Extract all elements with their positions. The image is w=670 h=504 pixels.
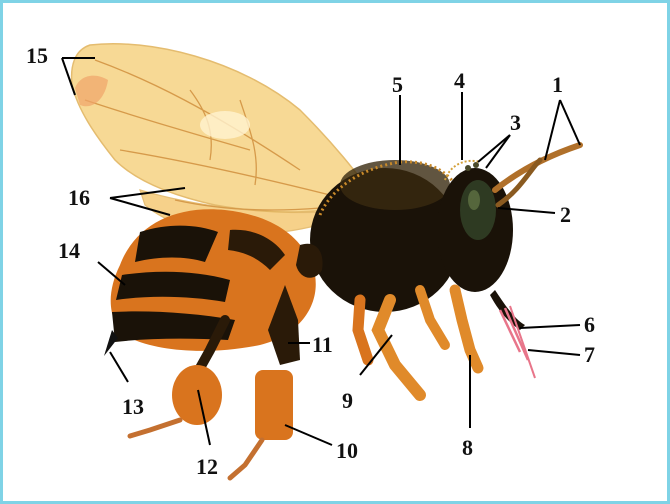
- eye-highlight: [468, 190, 480, 210]
- wing-cell-light: [200, 111, 250, 139]
- label-11: 11: [312, 332, 333, 357]
- label-15: 15: [26, 43, 48, 68]
- label-13: 13: [122, 394, 144, 419]
- proboscis-2: [505, 308, 528, 360]
- hind-leg-tarsus: [230, 440, 262, 478]
- label-14: 14: [58, 238, 80, 263]
- mouthparts: [490, 290, 535, 378]
- middle-leg: [378, 300, 420, 395]
- label-12: 12: [196, 454, 218, 479]
- label-7: 7: [584, 342, 595, 367]
- rear-leg-pollen: [172, 365, 222, 425]
- antenna-upper: [495, 145, 580, 190]
- front-leg: [455, 290, 478, 368]
- leader-6: [520, 325, 580, 328]
- middle-leg-2: [420, 290, 445, 345]
- hind-leg-tibia: [255, 370, 293, 440]
- label-10: 10: [336, 438, 358, 463]
- abdomen-band-1: [135, 226, 218, 262]
- label-8: 8: [462, 435, 473, 460]
- label-9: 9: [342, 388, 353, 413]
- label-6: 6: [584, 312, 595, 337]
- proboscis-3: [510, 306, 535, 378]
- antennae: [495, 145, 580, 205]
- label-4: 4: [454, 68, 465, 93]
- thorax-hair: [340, 160, 450, 210]
- rear-leg-tarsus: [130, 420, 180, 436]
- leader-1b: [560, 100, 580, 145]
- leader-13: [110, 352, 128, 382]
- label-1: 1: [552, 72, 563, 97]
- leader-7: [528, 350, 580, 355]
- simple-eye-2: [473, 162, 479, 168]
- label-2: 2: [560, 202, 571, 227]
- simple-eye-1: [465, 165, 471, 171]
- label-3: 3: [510, 110, 521, 135]
- compound-eye: [460, 180, 496, 240]
- label-16: 16: [68, 185, 90, 210]
- label-5: 5: [392, 72, 403, 97]
